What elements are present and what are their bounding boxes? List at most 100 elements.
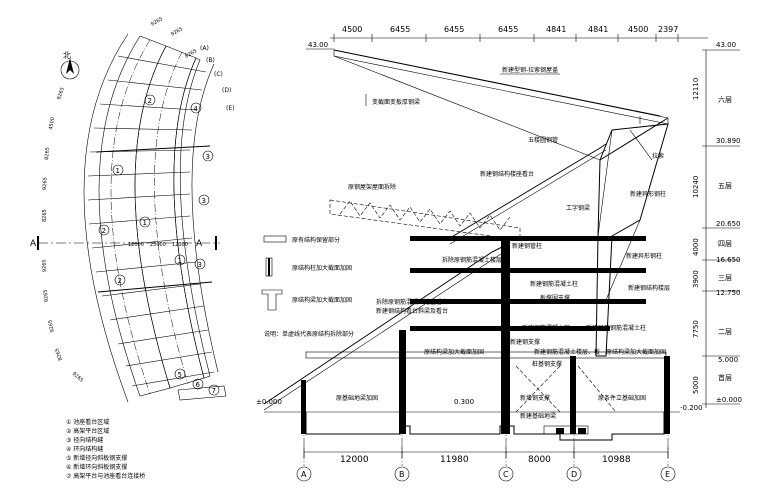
- svg-text:8265: 8265: [54, 347, 64, 361]
- svg-text:9265: 9265: [47, 319, 56, 333]
- svg-text:五楼圆钢管: 五楼圆钢管: [528, 136, 558, 144]
- section-right-dims: 43.00 30.890 20.650 16.650 12.750 5.000 …: [680, 41, 742, 412]
- axis-D: D: [571, 470, 577, 479]
- svg-text:5000: 5000: [692, 376, 700, 394]
- svg-text:新建钢结构楼座看台: 新建钢结构楼座看台: [480, 170, 534, 178]
- plan-view: 北: [30, 16, 234, 480]
- demolished-roof-truss: [329, 199, 521, 241]
- plan-legend-item: ② 高架平台区域: [66, 427, 109, 435]
- plan-legend-item: ④ 环向结构缝: [66, 445, 103, 453]
- svg-text:9265: 9265: [42, 177, 48, 190]
- svg-text:10240: 10240: [692, 176, 700, 198]
- plan-legend-item: ⑦ 高架平台与池座看台连接桥: [66, 472, 145, 480]
- svg-text:16.650: 16.650: [716, 256, 741, 264]
- svg-text:8265: 8265: [42, 209, 48, 222]
- section-legend: 原有结构保留部分 原结构柱加大截面加固 原结构梁加大截面加固 说明：单虚线代表原…: [261, 235, 354, 338]
- svg-text:5.000: 5.000: [718, 356, 738, 364]
- svg-text:±0.000: ±0.000: [716, 396, 742, 404]
- plan-legend-item: ⑥ 新增环向斜板钢支撑: [66, 463, 127, 471]
- svg-text:6455: 6455: [498, 25, 518, 34]
- svg-text:9265: 9265: [56, 87, 66, 101]
- svg-text:6455: 6455: [444, 25, 464, 34]
- north-arrow-icon: 北: [60, 51, 80, 80]
- svg-text:9265: 9265: [43, 289, 50, 302]
- svg-text:12110: 12110: [692, 78, 700, 100]
- svg-text:10988: 10988: [602, 455, 631, 465]
- svg-text:7750: 7750: [692, 320, 700, 338]
- svg-text:1: 1: [178, 257, 182, 265]
- svg-text:±0.000: ±0.000: [256, 398, 282, 406]
- columns: [301, 240, 670, 434]
- svg-text:新增钢支撑: 新增钢支撑: [520, 394, 550, 402]
- svg-text:原条件立基础加固: 原条件立基础加固: [598, 394, 646, 402]
- svg-text:二层: 二层: [718, 328, 732, 336]
- svg-text:四层: 四层: [718, 240, 732, 248]
- legend-column: 原结构柱加大截面加固: [292, 264, 352, 272]
- svg-text:9265: 9265: [42, 259, 48, 272]
- svg-text:桩基钢支撑: 桩基钢支撑: [532, 360, 562, 368]
- svg-text:4500: 4500: [342, 25, 362, 34]
- svg-text:五层: 五层: [718, 182, 732, 190]
- svg-text:12000: 12000: [128, 242, 144, 248]
- svg-text:20.650: 20.650: [716, 220, 741, 228]
- svg-text:2: 2: [148, 97, 152, 105]
- svg-text:0.300: 0.300: [454, 398, 474, 406]
- svg-text:新建钢管柱: 新建钢管柱: [512, 242, 542, 250]
- svg-text:4: 4: [194, 105, 199, 113]
- svg-text:2: 2: [102, 227, 106, 235]
- curved-stand: [83, 33, 227, 403]
- section-annotations: 新建型钢-拉索钢屋盖 变截面变板厚钢梁 五楼圆钢管 新建钢结构楼座看台 拉索 原…: [256, 66, 670, 420]
- svg-text:4841: 4841: [588, 25, 608, 34]
- plan-axis-tags: (A) (B) (C) (D) (E): [200, 45, 234, 112]
- axis-A: A: [301, 470, 307, 479]
- plan-dimensions: 9265 4500 8265 9265 8265 9265 9265 9265 …: [42, 16, 198, 384]
- section-top-dims: 4500 6455 6455 6455 4841 4841 4500 2397 …: [306, 25, 708, 50]
- svg-text:3: 3: [202, 197, 206, 205]
- svg-text:拆除原钢筋混凝土池座看台: 拆除原钢筋混凝土池座看台: [376, 298, 448, 306]
- svg-text:43.00: 43.00: [716, 41, 736, 49]
- svg-text:新建钢筋混凝土柱: 新建钢筋混凝土柱: [522, 324, 570, 332]
- svg-text:4841: 4841: [546, 25, 566, 34]
- svg-text:4500: 4500: [628, 25, 648, 34]
- svg-text:(A): (A): [200, 45, 209, 52]
- region-markers: 1 1 1 2 2 2 3 3 3 4 5 6 7: [98, 94, 220, 396]
- section-note: 说明：单虚线代表原结构拆除部分: [264, 330, 354, 338]
- svg-text:首层: 首层: [718, 373, 732, 382]
- svg-text:(C): (C): [214, 71, 223, 78]
- axis-E: E: [665, 470, 670, 479]
- svg-text:3900: 3900: [692, 270, 700, 288]
- svg-text:2397: 2397: [658, 25, 678, 34]
- ground-foundation: [264, 365, 680, 441]
- north-label: 北: [63, 51, 71, 60]
- svg-text:11980: 11980: [440, 455, 469, 465]
- svg-text:30.890: 30.890: [716, 137, 741, 145]
- legend-original: 原有结构保留部分: [292, 236, 340, 244]
- svg-text:8000: 8000: [528, 455, 551, 465]
- svg-text:(D): (D): [222, 87, 231, 94]
- svg-text:4500: 4500: [48, 117, 56, 131]
- svg-text:1: 1: [143, 219, 147, 227]
- svg-text:6455: 6455: [390, 25, 410, 34]
- svg-text:新建型钢-拉索钢屋盖: 新建型钢-拉索钢屋盖: [502, 66, 558, 74]
- svg-text:3: 3: [206, 153, 210, 161]
- svg-text:新建钢筋混凝土柱: 新建钢筋混凝土柱: [530, 280, 578, 288]
- svg-text:六层: 六层: [718, 95, 732, 104]
- svg-text:12.750: 12.750: [716, 289, 741, 297]
- section-cut-right: A: [196, 239, 203, 249]
- svg-text:43.00: 43.00: [308, 41, 328, 49]
- section-view: 4500 6455 6455 6455 4841 4841 4500 2397 …: [256, 25, 742, 482]
- plan-legend-item: ⑤ 新增径向斜板钢支撑: [66, 454, 127, 462]
- svg-text:原钢屋架屋面拆除: 原钢屋架屋面拆除: [348, 183, 396, 191]
- section-cut-left: A: [30, 239, 37, 249]
- svg-text:9265: 9265: [71, 371, 85, 384]
- svg-text:新建钢结构楼层: 新建钢结构楼层: [628, 284, 670, 292]
- axis-bubbles: A B C D E: [296, 412, 676, 482]
- svg-text:三层: 三层: [718, 274, 732, 282]
- axis-C: C: [503, 470, 509, 479]
- svg-text:新建异形钢筋混凝土柱: 新建异形钢筋混凝土柱: [586, 324, 646, 332]
- section-cut-line: A A: [30, 236, 220, 250]
- svg-text:工字钢梁: 工字钢梁: [566, 204, 590, 212]
- plan-legend: ① 池座看台区域 ② 高架平台区域 ③ 径向结构缝 ④ 环向结构缝 ⑤ 新增径向…: [66, 418, 145, 480]
- svg-text:3: 3: [198, 261, 202, 269]
